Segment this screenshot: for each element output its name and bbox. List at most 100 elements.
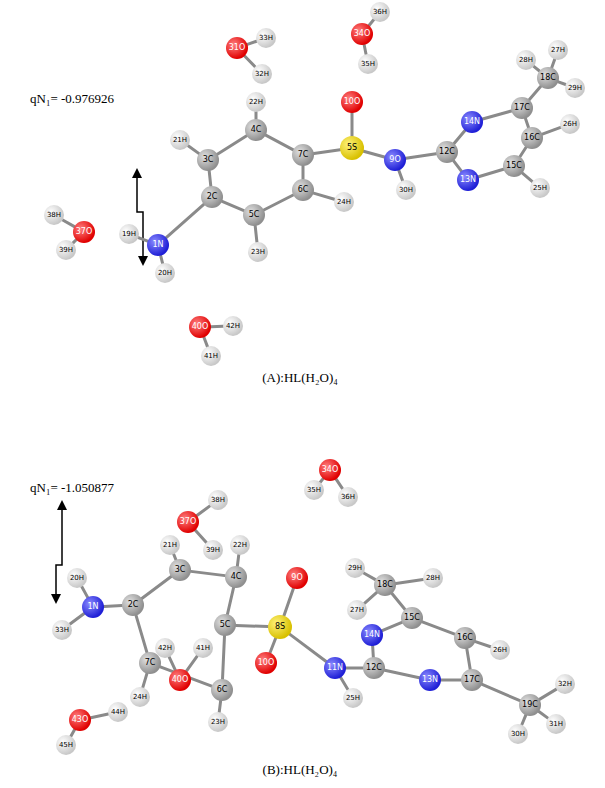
atom-ball: 2C: [201, 186, 223, 208]
atom-label: 45H: [59, 742, 73, 749]
atom-ball: 34O: [319, 459, 341, 481]
atom-label: 20H: [158, 270, 172, 277]
atom-ball: 36H: [338, 487, 358, 507]
chemical-bond: [525, 118, 528, 127]
atom-ball: 39H: [56, 240, 76, 260]
atom-ball: 13N: [457, 169, 479, 191]
atom-label: 41H: [196, 645, 210, 652]
atom-label: 5C: [249, 211, 260, 219]
atom-label: 6C: [217, 686, 228, 694]
atom-ball: 12C: [436, 141, 458, 163]
arrow-head: [57, 500, 67, 510]
atom-label: 14N: [364, 631, 380, 639]
atom-label: 36H: [373, 9, 387, 16]
atom-label: 37O: [180, 518, 196, 526]
atom-ball: 42H: [223, 316, 243, 336]
chemical-bond: [255, 226, 257, 242]
atom-label: 26H: [563, 121, 577, 128]
chemical-bond: [270, 638, 276, 653]
chemical-bond: [290, 634, 327, 661]
atom-ball: 31O: [226, 37, 248, 59]
chemical-bond: [364, 592, 376, 603]
atom-label: 23H: [251, 249, 265, 256]
atom-label: 37O: [76, 228, 92, 236]
atom-label: 34O: [354, 30, 370, 38]
chemical-bond: [188, 146, 199, 154]
atom-label: 1N: [152, 241, 163, 249]
chemical-bond: [217, 136, 246, 154]
chemical-bond: [539, 711, 548, 718]
atom-ball: 7C: [292, 144, 314, 166]
atom-ball: 28H: [516, 50, 536, 70]
atom-ball: 6C: [292, 179, 314, 201]
chemical-bond: [237, 555, 238, 566]
chemical-bond: [396, 579, 423, 583]
atom-ball: 26H: [560, 114, 580, 134]
atom-ball: 10O: [341, 91, 363, 113]
atom-ball: 37O: [73, 221, 95, 243]
atom-ball: 3C: [197, 149, 219, 171]
atom-label: 33H: [259, 35, 273, 42]
chemical-bond: [479, 169, 504, 177]
chemical-bond: [211, 325, 223, 328]
atom-label: 35H: [307, 487, 321, 494]
atom-label: 39H: [59, 247, 73, 254]
chemical-bond: [346, 667, 363, 670]
chemical-bond: [219, 701, 220, 712]
chemical-bond: [529, 86, 541, 99]
atom-label: 18C: [540, 74, 556, 82]
atom-label: 3C: [175, 566, 186, 574]
chemical-bond: [336, 479, 342, 489]
atom-label: 24H: [337, 199, 351, 206]
chemical-bond: [264, 195, 293, 210]
atom-ball: 21H: [170, 130, 190, 150]
atom-label: 38H: [47, 212, 61, 219]
chemical-bond: [227, 588, 233, 615]
chemical-bond: [364, 45, 366, 54]
atom-ball: 14N: [361, 624, 383, 646]
chemical-bond: [223, 636, 225, 679]
chemical-bond: [142, 577, 171, 599]
atom-ball: 44H: [108, 702, 128, 722]
atom-label: 24H: [133, 694, 147, 701]
chemical-bond: [166, 204, 204, 237]
atom-label: 30H: [399, 187, 413, 194]
chemical-bond: [406, 154, 436, 159]
atom-label: 42H: [158, 645, 172, 652]
atom-ball: 20H: [67, 568, 87, 588]
chemical-bond: [204, 337, 208, 346]
atom-ball: 38H: [208, 490, 228, 510]
atom-label: 12C: [366, 664, 382, 672]
atom-label: 22H: [249, 99, 263, 106]
atom-ball: 6C: [211, 679, 233, 701]
atom-ball: 32H: [555, 674, 575, 694]
atom-ball: 14N: [461, 111, 483, 133]
chemical-bond: [245, 56, 255, 67]
chemical-bond: [382, 622, 402, 630]
atom-label: 38H: [211, 497, 225, 504]
atom-label: 5C: [220, 621, 231, 629]
atom-label: 13N: [460, 176, 476, 184]
atom-ball: 27H: [347, 600, 367, 620]
atom-ball: 33H: [52, 620, 72, 640]
atom-ball: 39H: [203, 540, 223, 560]
atom-ball: 10O: [255, 652, 277, 674]
atom-ball: 12C: [363, 657, 385, 679]
atom-ball: 29H: [345, 558, 365, 578]
charge-arrow: [137, 176, 143, 258]
atom-label: 31H: [549, 721, 563, 728]
charge-label: qN₁= -1.050877: [30, 480, 114, 496]
atom-label: 2C: [207, 193, 218, 201]
atom-label: 30H: [511, 731, 525, 738]
atom-ball: 35H: [358, 54, 378, 74]
atom-label: 19C: [522, 701, 538, 709]
chemical-bond: [483, 111, 512, 119]
atom-label: 28H: [426, 575, 440, 582]
atom-label: 43O: [72, 716, 88, 724]
atom-ball: 32H: [252, 64, 272, 84]
atom-ball: 30H: [508, 724, 528, 744]
chemical-bond: [302, 166, 305, 179]
atom-ball: 13N: [419, 669, 441, 691]
chemical-bond: [191, 571, 225, 575]
